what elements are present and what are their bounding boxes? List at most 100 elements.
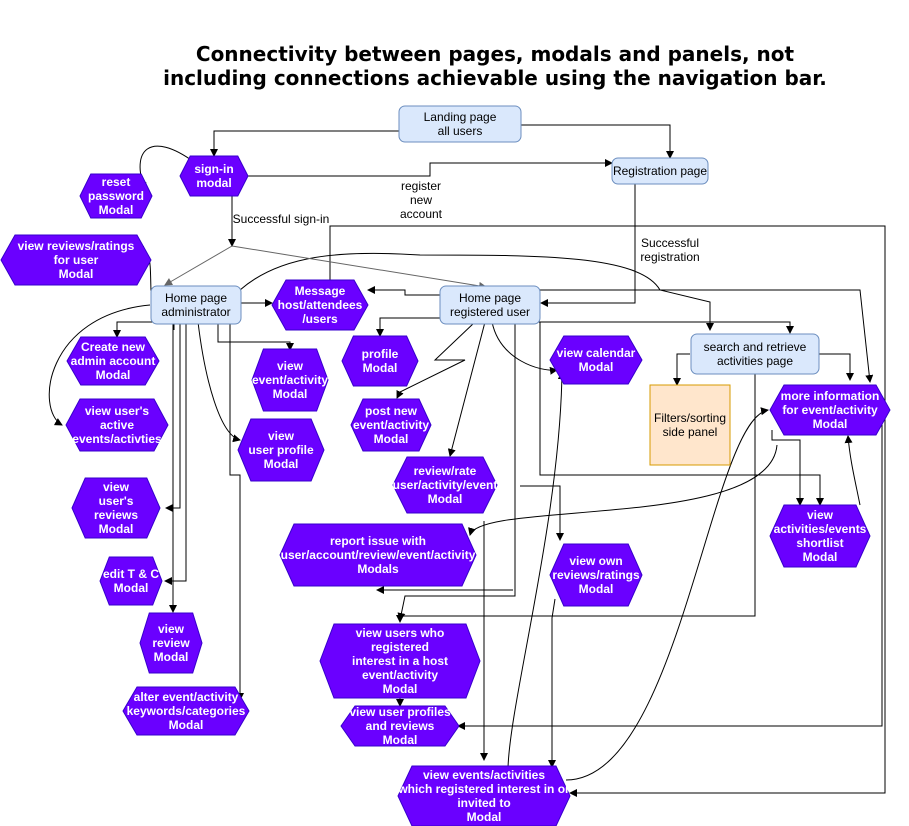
modal-shape bbox=[397, 765, 571, 826]
node-label-line: review/rate bbox=[414, 464, 477, 478]
connector-arrow bbox=[367, 286, 441, 296]
edge-label-reg-success: Successful bbox=[641, 236, 699, 250]
modal-shape bbox=[122, 686, 250, 736]
connector-arrow bbox=[210, 130, 400, 157]
page-shape bbox=[611, 157, 709, 185]
node-label-line: view bbox=[277, 359, 304, 373]
connector-arrow bbox=[217, 322, 294, 351]
node-label-line: review bbox=[152, 636, 190, 650]
connector-arrow bbox=[248, 159, 613, 177]
modal-shape bbox=[251, 348, 329, 412]
node-label-line: Modal bbox=[803, 550, 838, 564]
node-alter-keywords: alter event/activitykeywords/categoriesM… bbox=[122, 686, 250, 736]
title-line-2: including connections achievable using t… bbox=[163, 66, 827, 90]
node-label-line: view reviews/ratings bbox=[18, 239, 135, 253]
connector-arrow bbox=[539, 322, 824, 506]
node-label-line: view users who bbox=[356, 626, 445, 640]
connector-arrow bbox=[565, 407, 769, 781]
node-label-line: user's bbox=[99, 494, 134, 508]
modal-shape bbox=[340, 705, 460, 747]
connector-arrow bbox=[447, 321, 486, 457]
connector-arrow bbox=[491, 321, 558, 375]
node-label-line: interest in a host bbox=[352, 654, 448, 668]
modal-shape bbox=[65, 398, 169, 452]
node-label-line: Modal bbox=[154, 650, 189, 664]
node-label-line: events/activties bbox=[72, 432, 162, 446]
connector-arrow bbox=[771, 430, 804, 506]
modal-shape bbox=[237, 418, 325, 482]
node-label-line: user/activity/event bbox=[393, 478, 498, 492]
node-label-line: Modals bbox=[357, 562, 399, 576]
connector-arrow bbox=[165, 322, 181, 512]
node-label-line: view bbox=[807, 508, 834, 522]
edge-label-reg-success: registration bbox=[640, 250, 699, 264]
modal-shape bbox=[0, 234, 152, 286]
edge-label-signin-success: Successful sign-in bbox=[233, 212, 330, 226]
node-label-line: Modal bbox=[99, 522, 134, 536]
node-label-line: Modal bbox=[383, 682, 418, 696]
modal-shape bbox=[79, 173, 153, 219]
node-label-line: host/attendees bbox=[278, 298, 363, 312]
connector-arrow bbox=[376, 317, 446, 337]
node-label-line: profile bbox=[362, 347, 399, 361]
connector-arrow bbox=[521, 124, 674, 159]
edge-label-register: register bbox=[401, 179, 441, 193]
node-label-line: Modal bbox=[96, 368, 131, 382]
connector-arrow bbox=[164, 322, 187, 585]
node-label-line: Modal bbox=[169, 718, 204, 732]
connector-arrow bbox=[397, 322, 516, 621]
connector-arrow bbox=[468, 444, 778, 536]
node-label-line: Message bbox=[295, 284, 346, 298]
page-shape bbox=[150, 285, 242, 325]
connector-arrow bbox=[329, 225, 886, 797]
connector-arrow bbox=[48, 304, 151, 426]
connector-arrow bbox=[231, 245, 487, 290]
node-label-line: admin account bbox=[71, 354, 156, 368]
connector-arrow bbox=[508, 321, 794, 334]
node-label-line: for user bbox=[54, 253, 99, 267]
node-label-line: registered user bbox=[450, 305, 530, 319]
node-label-line: search and retrieve bbox=[704, 340, 807, 354]
node-label-line: event/activity bbox=[252, 373, 328, 387]
node-label-line: post new bbox=[365, 404, 418, 418]
node-label-line: Modal bbox=[99, 203, 134, 217]
node-label-line: Modal bbox=[579, 360, 614, 374]
title-line-1: Connectivity between pages, modals and p… bbox=[195, 42, 795, 66]
node-label-line: view bbox=[103, 480, 130, 494]
modal-shape bbox=[549, 543, 643, 607]
node-label-line: view bbox=[158, 622, 185, 636]
node-registration: Registration page bbox=[611, 157, 709, 185]
connector-arrow bbox=[520, 485, 564, 541]
modal-shape bbox=[139, 612, 203, 674]
node-label-line: for event/activity bbox=[782, 403, 878, 417]
connector-arrow bbox=[540, 184, 636, 307]
node-label-line: reset bbox=[102, 175, 131, 189]
node-label-line: Modal bbox=[813, 417, 848, 431]
page-shape bbox=[398, 105, 522, 143]
node-label-line: modal bbox=[196, 176, 231, 190]
node-label-line: Landing page bbox=[424, 110, 497, 124]
connector-arrow bbox=[396, 374, 756, 623]
connector-arrow bbox=[113, 321, 159, 338]
node-label-line: keywords/categories bbox=[127, 704, 246, 718]
node-label-line: reviews/ratings bbox=[552, 568, 640, 582]
node-label-line: which registered interest in or bbox=[397, 782, 570, 796]
connector-arrow bbox=[507, 371, 566, 769]
node-label-line: Modal bbox=[59, 267, 94, 281]
